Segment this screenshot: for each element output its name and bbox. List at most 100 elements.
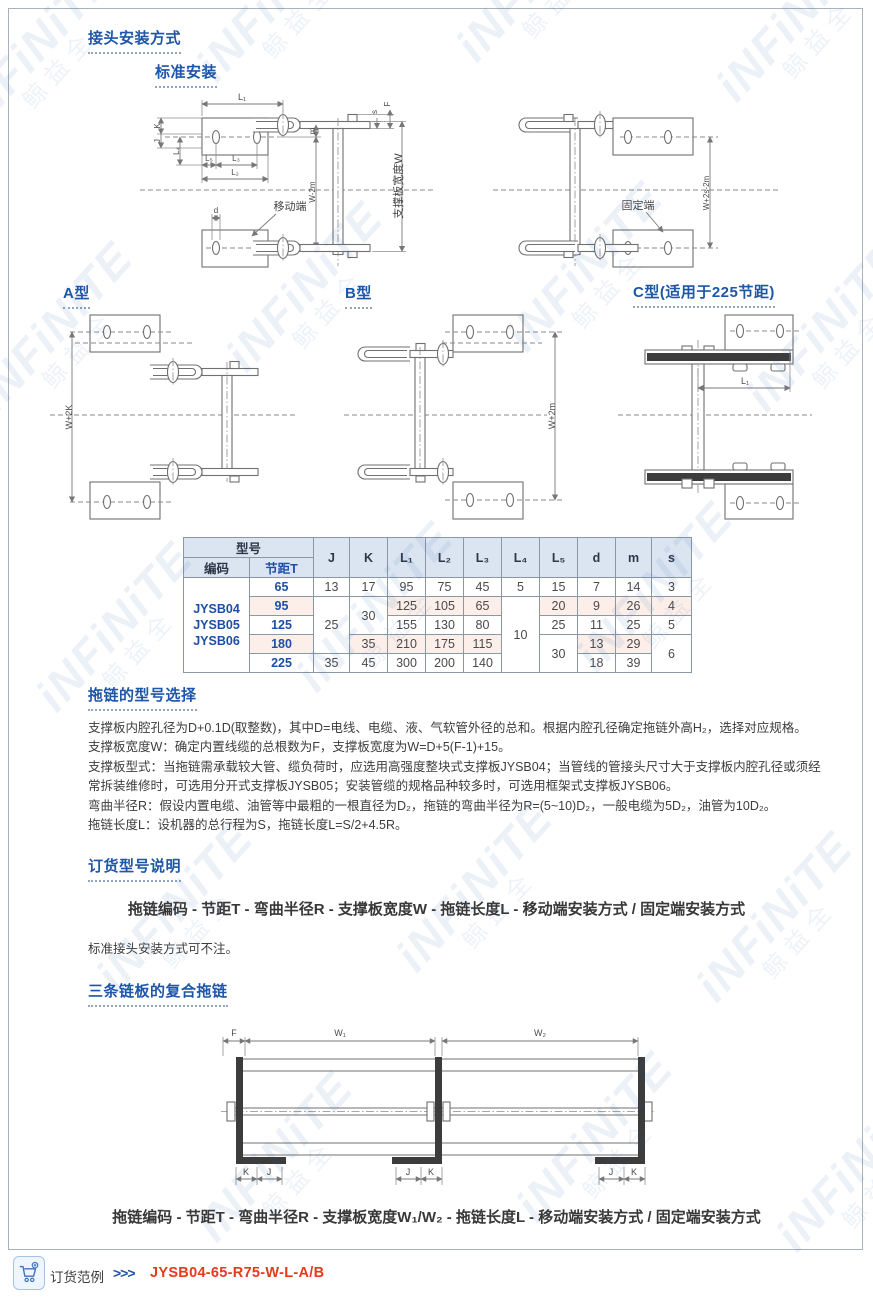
spec-cell: 17 bbox=[349, 577, 388, 597]
heading-joint-install: 接头安装方式 bbox=[88, 27, 182, 54]
spec-header-cell: L₄ bbox=[501, 537, 540, 578]
spec-cell: 18 bbox=[577, 653, 616, 673]
dim-support-width-label: 支撑板宽度W bbox=[391, 153, 405, 219]
spec-cell: 15 bbox=[539, 577, 578, 597]
spec-cell: 125 bbox=[249, 615, 314, 635]
spec-code-cell: JYSB04 JYSB05 JYSB06 bbox=[183, 577, 250, 673]
order-formula-w1w2: 拖链编码 - 节距T - 弯曲半径R - 支撑板宽度W₁/W₂ - 拖链长度L … bbox=[112, 1209, 761, 1226]
spec-cell: 26 bbox=[615, 596, 652, 616]
spec-cell: 10 bbox=[501, 596, 540, 673]
code-jysb04: JYSB04 bbox=[193, 602, 240, 616]
spec-cell: 180 bbox=[249, 634, 314, 654]
spec-cell: 20 bbox=[539, 596, 578, 616]
spec-cell: 225 bbox=[249, 653, 314, 673]
dim-l3-label: L₃ bbox=[232, 154, 240, 163]
spec-cell: 25 bbox=[615, 615, 652, 635]
dim-j-label: J bbox=[153, 139, 162, 143]
spec-cell: 6 bbox=[651, 634, 692, 673]
spec-cell: 45 bbox=[463, 577, 502, 597]
spec-cell: 200 bbox=[425, 653, 464, 673]
spec-cell: 3 bbox=[651, 577, 692, 597]
dim-f-label: F bbox=[383, 101, 392, 106]
dim-w2k-label: W+2K bbox=[64, 405, 74, 430]
spec-cell: 5 bbox=[651, 615, 692, 635]
dim-w2s2m-label: W+2s-2m bbox=[702, 175, 711, 210]
spec-cell: 140 bbox=[463, 653, 502, 673]
spec-header-cell: L₅ bbox=[539, 537, 578, 578]
fixed-end-label: 固定端 bbox=[622, 198, 655, 212]
spec-header-cell: d bbox=[577, 537, 616, 578]
spec-cell: 105 bbox=[425, 596, 464, 616]
spec-cell: 115 bbox=[463, 634, 502, 654]
table-row: 225 35 45 300 200 140 18 39 bbox=[184, 653, 692, 673]
dim-j-label: J bbox=[267, 1167, 272, 1177]
spec-header-cell: m bbox=[615, 537, 652, 578]
dim-m-label: m bbox=[308, 127, 317, 134]
cart-plus-icon bbox=[19, 1261, 39, 1283]
spec-header-cell: 编码 bbox=[183, 557, 250, 578]
selection-line: 支撑板内腔孔径为D+0.1D(取整数)，其中D=电线、电缆、液、气软管外径的总和… bbox=[88, 721, 807, 735]
heading-composite: 三条链板的复合拖链 bbox=[88, 980, 228, 1007]
spec-cell: 35 bbox=[349, 634, 388, 654]
spec-cell: 95 bbox=[387, 577, 426, 597]
dim-l5-label: L₅ bbox=[205, 154, 213, 163]
order-example-label: 订货范例 bbox=[50, 1270, 104, 1285]
spec-cell: 13 bbox=[313, 577, 350, 597]
standard-install-fixed-end-diagram: W+2s-2m 固定端 bbox=[493, 111, 778, 268]
selection-line: 支撑板宽度W：确定内置线缆的总根数为F，支撑板宽度为W=D+5(F-1)+15。 bbox=[88, 740, 511, 755]
spec-cell: 9 bbox=[577, 596, 616, 616]
dim-w2m-label: W-2m bbox=[308, 181, 317, 203]
order-note: 标准接头安装方式可不注。 bbox=[88, 942, 239, 956]
heading-type-b: B型 bbox=[345, 282, 372, 309]
moving-end-label: 移动端 bbox=[274, 200, 307, 213]
dim-w1-label: W₁ bbox=[334, 1028, 346, 1038]
dim-k-label: K bbox=[153, 123, 162, 129]
table-row: 125 155 130 80 25 11 25 5 bbox=[184, 615, 692, 635]
composite-chain-diagram: F W₁ W₂ K J J K J K bbox=[221, 1028, 655, 1185]
dim-k-label: K bbox=[631, 1167, 637, 1177]
order-formula-w: 拖链编码 - 节距T - 弯曲半径R - 支撑板宽度W - 拖链长度L - 移动… bbox=[127, 901, 746, 918]
dim-d-label: d bbox=[214, 206, 218, 215]
spec-cell: 155 bbox=[387, 615, 426, 635]
dim-k-label: K bbox=[243, 1167, 249, 1177]
spec-cell: 5 bbox=[501, 577, 540, 597]
spec-cell: 35 bbox=[313, 653, 350, 673]
type-b-diagram: W+2m bbox=[344, 314, 564, 520]
dim-j-label: J bbox=[406, 1167, 411, 1177]
type-a-diagram: W+2K bbox=[50, 314, 295, 520]
dim-l1-label: L₁ bbox=[238, 92, 246, 102]
dim-f-label: F bbox=[231, 1028, 237, 1038]
spec-cell: 210 bbox=[387, 634, 426, 654]
table-row: 180 35 210 175 115 30 13 29 6 bbox=[184, 634, 692, 673]
order-example-box bbox=[13, 1256, 45, 1290]
spec-cell: 130 bbox=[425, 615, 464, 635]
dim-l2-label: L₂ bbox=[231, 168, 239, 177]
spec-cell: 39 bbox=[615, 653, 652, 673]
spec-cell: 13 bbox=[577, 634, 616, 654]
spec-header-cell: L₃ bbox=[463, 537, 502, 578]
page-border-frame bbox=[8, 8, 863, 1250]
spec-cell: 14 bbox=[615, 577, 652, 597]
spec-cell: 30 bbox=[349, 596, 388, 635]
spec-cell: 45 bbox=[349, 653, 388, 673]
spec-cell: 25 bbox=[313, 596, 350, 654]
heading-order-code: 订货型号说明 bbox=[88, 855, 182, 882]
model-selection-text: 支撑板内腔孔径为D+0.1D(取整数)，其中D=电线、电缆、液、气软管外径的总和… bbox=[88, 719, 830, 835]
order-example-arrows: >>> bbox=[113, 1265, 136, 1281]
dim-k-label: K bbox=[428, 1167, 434, 1177]
type-c-diagram: L₁ bbox=[618, 314, 812, 520]
code-jysb06: JYSB06 bbox=[193, 634, 240, 648]
spec-cell: 75 bbox=[425, 577, 464, 597]
heading-standard-install: 标准安装 bbox=[155, 61, 218, 88]
spec-header-cell: J bbox=[313, 537, 350, 578]
spec-header-cell: L₂ bbox=[425, 537, 464, 578]
spec-cell: 125 bbox=[387, 596, 426, 616]
spec-cell: 65 bbox=[463, 596, 502, 616]
spec-header-cell: 节距T bbox=[249, 557, 314, 578]
code-jysb05: JYSB05 bbox=[193, 618, 240, 632]
spec-header-cell: 型号 bbox=[183, 537, 314, 558]
selection-line: 支撑板型式：当拖链需承载较大管、缆负荷时，应选用高强度整块式支撑板JYSB04；… bbox=[88, 759, 821, 794]
heading-type-c: C型(适用于225节距) bbox=[633, 281, 775, 308]
spec-cell: 25 bbox=[539, 615, 578, 635]
